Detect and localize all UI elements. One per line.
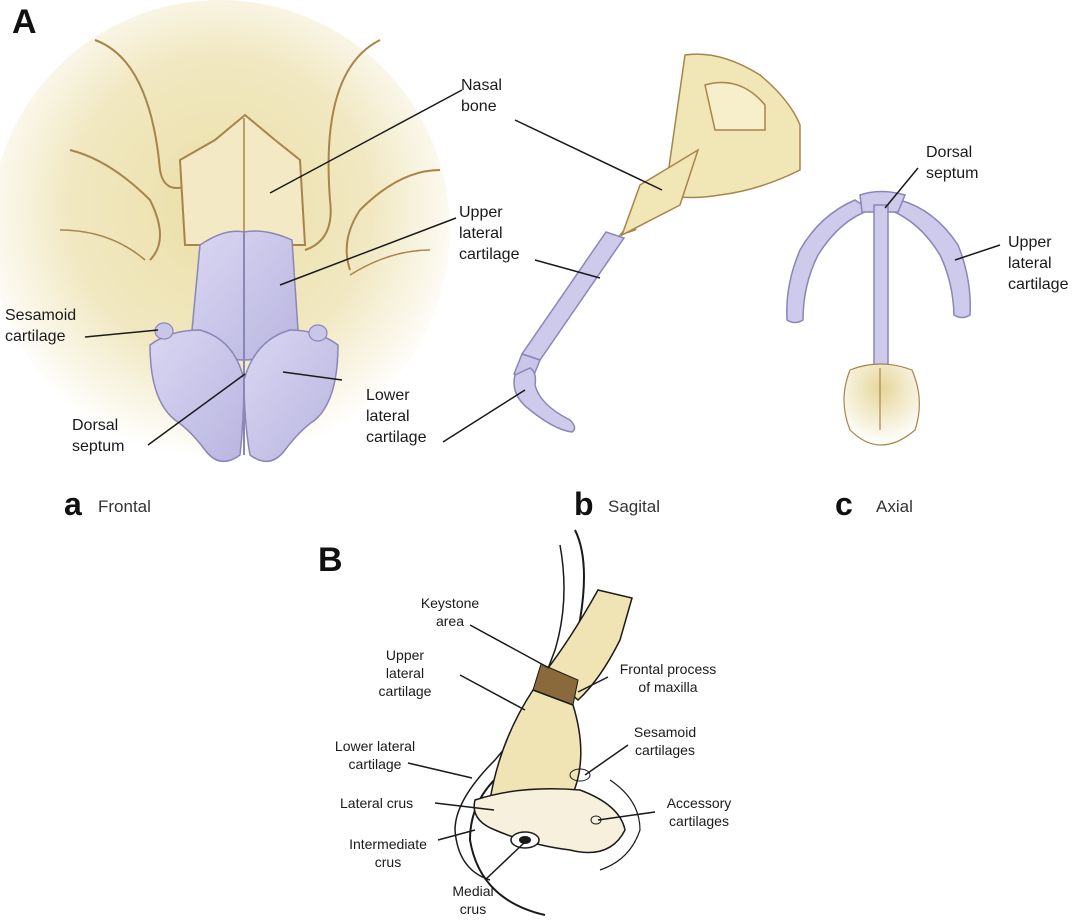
view-a-letter: a: [64, 488, 82, 520]
label-nasal-bone: Nasal bone: [461, 75, 502, 117]
panel-a-letter: A: [12, 5, 37, 39]
label-sesamoid-b: Sesamoid cartilages: [620, 723, 710, 759]
label-upper-lateral-b: Upper lateral cartilage: [360, 646, 450, 700]
view-c-name: Axial: [876, 497, 913, 517]
panel-b-letter: B: [318, 543, 343, 577]
label-upper-lateral-axial: Upper lateral cartilage: [1008, 232, 1068, 295]
lateral-view: [455, 530, 640, 915]
axial-view: [787, 192, 970, 446]
view-b-letter: b: [574, 488, 594, 520]
label-accessory: Accessory cartilages: [652, 794, 746, 830]
label-intermediate-crus: Intermediate crus: [335, 835, 441, 871]
label-dorsal-septum-axial: Dorsal septum: [926, 142, 978, 184]
label-lower-lateral: Lower lateral cartilage: [366, 385, 426, 448]
view-a-name: Frontal: [98, 497, 151, 517]
sagittal-view: [514, 54, 800, 432]
label-upper-lateral-frontal: Upper lateral cartilage: [459, 202, 519, 265]
label-lateral-crus: Lateral crus: [340, 794, 413, 812]
label-keystone: Keystone area: [412, 594, 488, 630]
view-c-letter: c: [835, 488, 853, 520]
label-lower-lateral-b: Lower lateral cartilage: [323, 737, 427, 773]
label-medial-crus: Medial crus: [445, 882, 501, 918]
label-dorsal-septum-frontal: Dorsal septum: [72, 415, 124, 457]
label-frontal-process: Frontal process of maxilla: [604, 660, 732, 696]
view-b-name: Sagital: [608, 497, 660, 517]
label-sesamoid-frontal: Sesamoid cartilage: [5, 305, 76, 347]
